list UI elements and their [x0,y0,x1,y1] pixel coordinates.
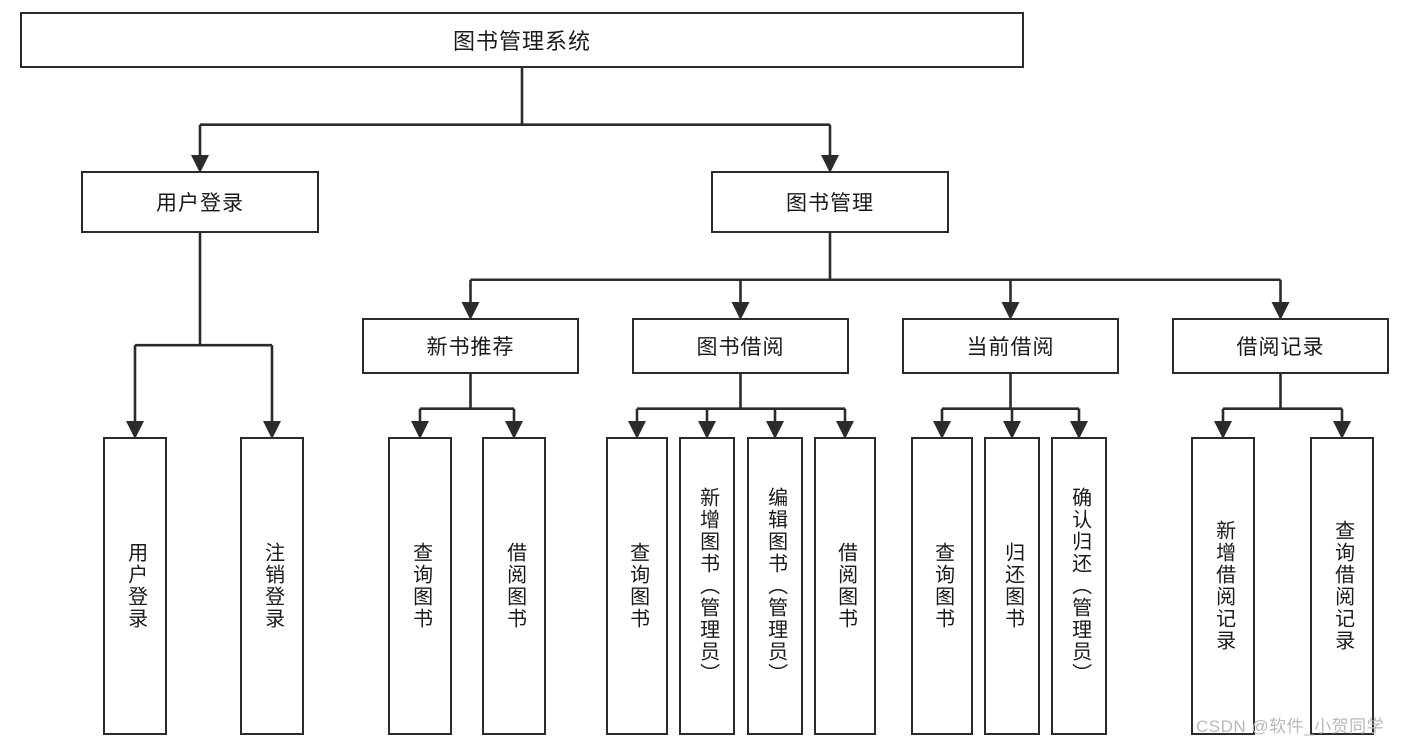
leaf-add-book-admin[interactable]: 新增图书（管理员） [679,437,735,735]
node-label: 当前借阅 [966,336,1055,359]
node-label: 查询图书 [626,542,649,630]
leaf-borrow-book-2[interactable]: 借阅图书 [814,437,876,735]
watermark: CSDN @软件_小贺同学 [1196,717,1385,736]
node-label: 查询图书 [409,542,432,630]
node-label: 用户登录 [156,192,244,215]
leaf-confirm-return-admin[interactable]: 确认归还（管理员） [1051,437,1107,735]
leaf-return-book[interactable]: 归还图书 [984,437,1040,735]
node-user-login[interactable]: 用户登录 [81,171,319,233]
node-label: 新书推荐 [426,336,515,359]
leaf-add-record[interactable]: 新增借阅记录 [1191,437,1255,735]
node-label: 图书管理系统 [452,29,591,54]
node-label: 借阅图书 [503,542,526,630]
node-label: 图书借阅 [696,336,785,359]
node-label: 查询图书 [931,542,954,630]
node-label: 查询借阅记录 [1331,520,1354,652]
node-current-borrow[interactable]: 当前借阅 [902,318,1119,374]
node-label: 确认归还（管理员） [1068,487,1091,685]
node-label: 图书管理 [786,192,874,215]
node-root[interactable]: 图书管理系统 [20,12,1024,68]
leaf-user-login[interactable]: 用户登录 [103,437,167,735]
node-borrow-record[interactable]: 借阅记录 [1172,318,1389,374]
leaf-logout[interactable]: 注销登录 [240,437,304,735]
node-book-borrow[interactable]: 图书借阅 [632,318,849,374]
node-label: 借阅图书 [834,542,857,630]
node-label: 新增图书（管理员） [696,487,719,685]
leaf-query-record[interactable]: 查询借阅记录 [1310,437,1374,735]
leaf-query-book-3[interactable]: 查询图书 [911,437,973,735]
node-label: 归还图书 [1001,542,1024,630]
leaf-query-book-2[interactable]: 查询图书 [606,437,668,735]
node-label: 注销登录 [261,542,284,630]
leaf-edit-book-admin[interactable]: 编辑图书（管理员） [747,437,803,735]
node-label: 借阅记录 [1236,336,1325,359]
node-label: 新增借阅记录 [1212,520,1235,652]
node-label: 用户登录 [124,542,147,630]
leaf-query-book-1[interactable]: 查询图书 [388,437,452,735]
leaf-borrow-book-1[interactable]: 借阅图书 [482,437,546,735]
node-book-manage[interactable]: 图书管理 [711,171,949,233]
node-new-book-recommend[interactable]: 新书推荐 [362,318,579,374]
node-label: 编辑图书（管理员） [764,487,787,685]
